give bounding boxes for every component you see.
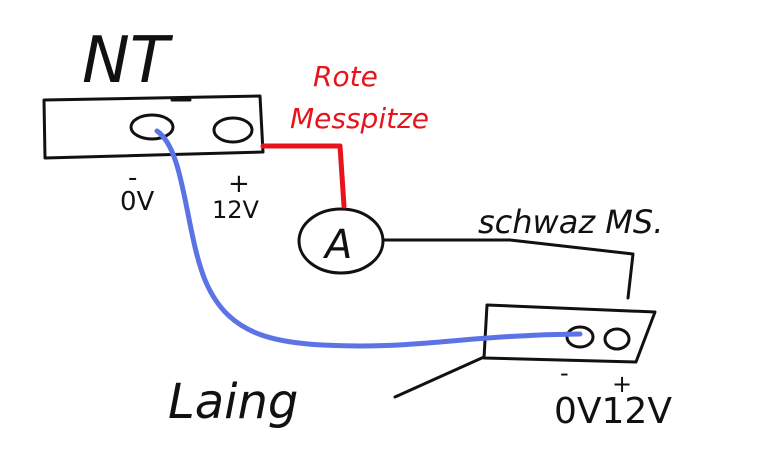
- red-probe-label-line2: Messpitze: [290, 102, 429, 135]
- psu-terminal-12v: [212, 116, 254, 144]
- red-wire: [260, 143, 347, 209]
- red-probe-label-line1: Rote: [313, 60, 378, 93]
- pump-plus-label: +: [612, 370, 632, 398]
- ammeter-label: A: [322, 222, 352, 268]
- psu-minus-label: -: [128, 163, 137, 193]
- black-wire: [383, 238, 635, 300]
- pump-terminal-0v: [565, 325, 595, 349]
- power-supply-box: [42, 94, 265, 160]
- psu-0v-label: 0V: [120, 187, 155, 217]
- psu-12v-label: 12V: [212, 196, 260, 224]
- black-probe-label: schwaz MS.: [478, 203, 663, 241]
- pump-label: Laing: [168, 374, 298, 430]
- psu-terminal-0v: [129, 113, 175, 141]
- pump-leader-line: [393, 355, 486, 399]
- ammeter-circle: [297, 207, 385, 275]
- power-supply-label: NT: [82, 24, 174, 98]
- psu-plus-label: +: [228, 169, 250, 199]
- pump-terminal-12v: [603, 327, 631, 351]
- pump-minus-label: -: [560, 359, 569, 387]
- blue-wire: [154, 128, 583, 349]
- pump-terminals-label: 0V12V: [554, 391, 672, 432]
